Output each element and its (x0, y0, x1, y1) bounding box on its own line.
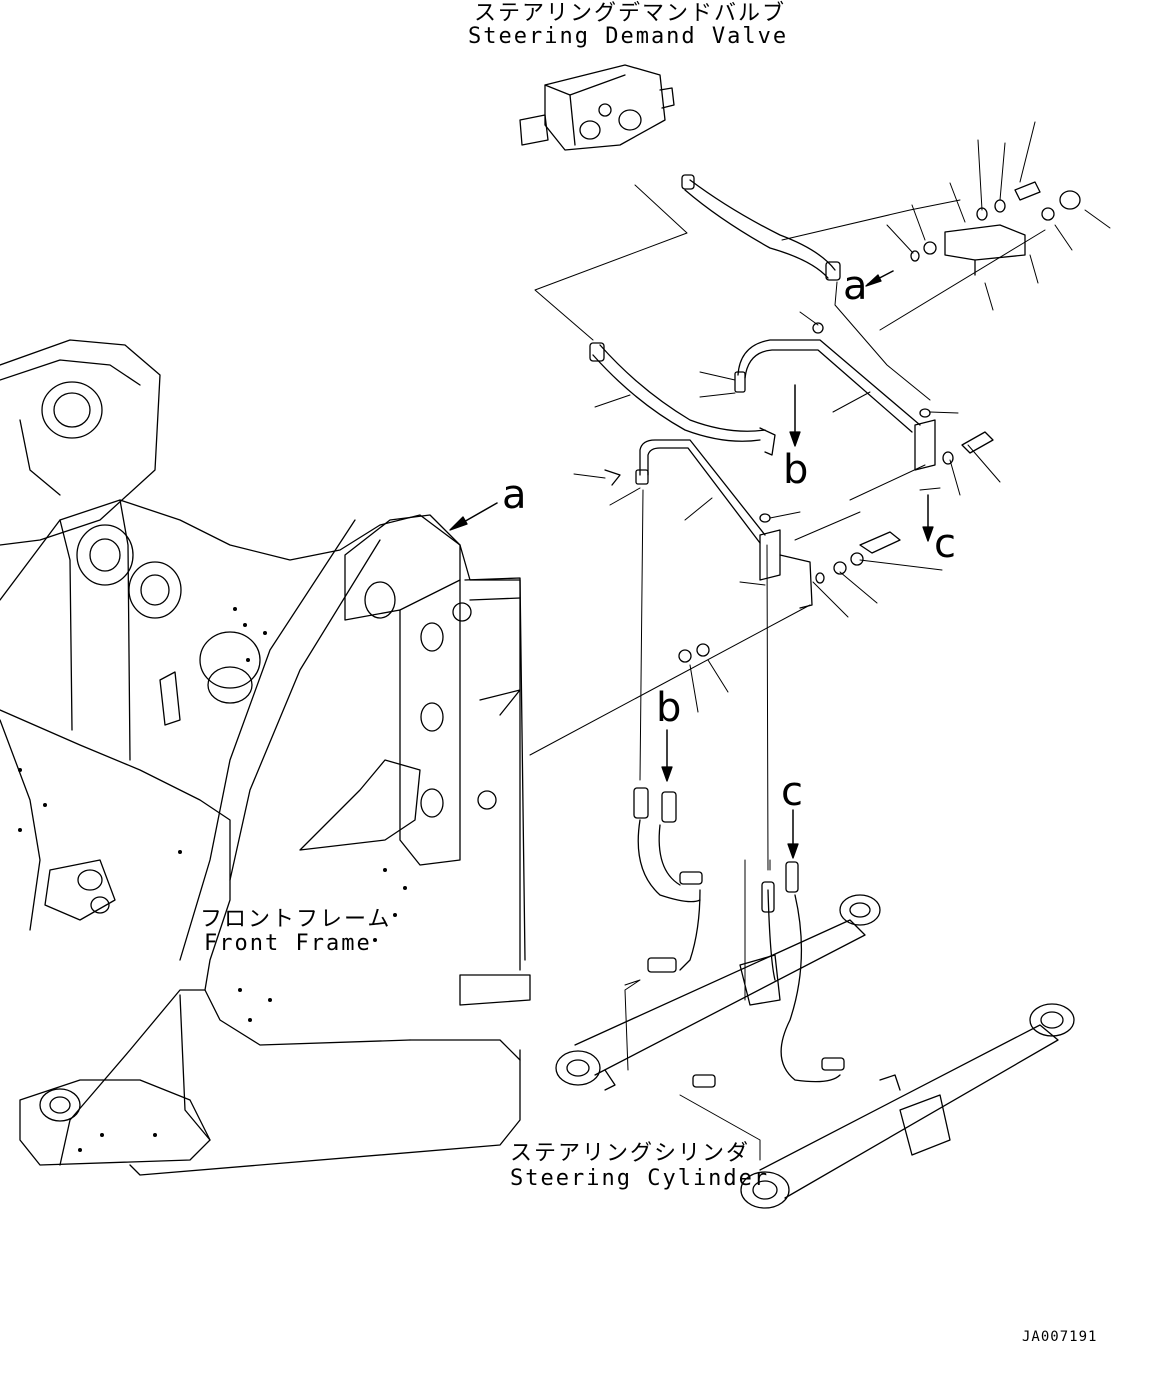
ref-a-frame: a (502, 472, 527, 518)
cylinder-hoses (634, 788, 844, 1087)
lower-fasteners (605, 323, 993, 662)
ref-c-tube: c (934, 521, 956, 567)
front-frame (0, 340, 530, 1175)
middle-hose (590, 343, 775, 455)
tube-blocks (760, 420, 935, 608)
ref-c-hose: c (781, 769, 803, 815)
upper-bracket (911, 182, 1080, 275)
ref-b-hose: b (656, 685, 682, 731)
steering-cylinder-right (741, 1004, 1074, 1208)
upper-hose (682, 175, 840, 280)
steering-cylinder-left (556, 895, 880, 1090)
valve-label-jp: ステアリングデマンドバルブ (474, 1, 787, 26)
cylinder-label-en: Steering Cylinder (510, 1166, 770, 1191)
leader-lines (574, 122, 1110, 712)
cylinder-label-jp: ステアリングシリンダ (510, 1141, 751, 1166)
ref-a-valve: a (843, 263, 868, 309)
reference-arrows (450, 271, 933, 858)
ref-b-tube: b (783, 447, 809, 493)
frame-label-en: Front Frame (204, 931, 372, 956)
lower-tube (636, 440, 765, 543)
upper-tube (735, 340, 920, 432)
steering-demand-valve (520, 65, 674, 150)
valve-label-en: Steering Demand Valve (468, 24, 789, 49)
frame-label-jp: フロントフレーム (200, 907, 392, 932)
drawing-code: JA007191 (1022, 1329, 1098, 1345)
assembly-lines (530, 185, 1045, 1160)
